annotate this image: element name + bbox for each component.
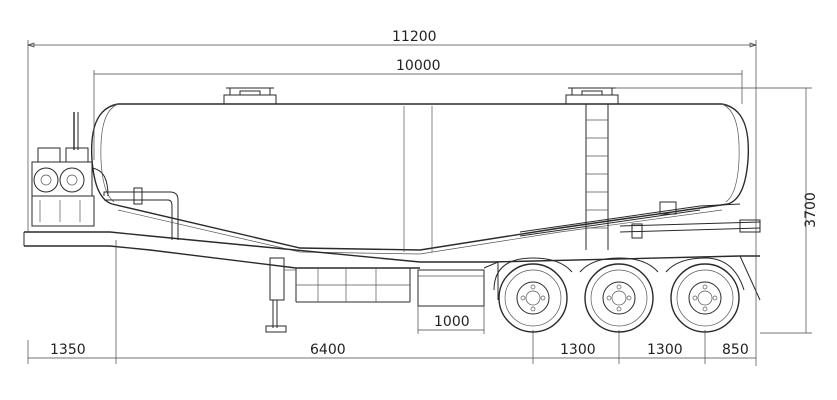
dim-axle-spacing-1: 1300 bbox=[560, 342, 596, 358]
tank-body bbox=[90, 103, 750, 255]
dim-axle-spacing-2: 1300 bbox=[647, 342, 683, 358]
dim-overall-length: 11200 bbox=[392, 29, 437, 45]
mudguard bbox=[493, 257, 573, 291]
wheel-1 bbox=[498, 263, 568, 333]
dim-height: 3700 bbox=[803, 192, 819, 228]
ladder bbox=[585, 104, 609, 250]
dim-toolbox-width: 1000 bbox=[434, 314, 470, 330]
wheel-3 bbox=[670, 263, 740, 333]
wheel-2 bbox=[584, 263, 654, 333]
dim-front-overhang: 1350 bbox=[50, 342, 86, 358]
compressor-unit bbox=[31, 112, 109, 227]
chassis bbox=[23, 231, 761, 307]
dim-rear-overhang: 850 bbox=[722, 342, 749, 358]
landing-gear bbox=[265, 257, 296, 333]
dim-tank-length: 10000 bbox=[396, 58, 441, 74]
toolbox bbox=[417, 269, 485, 307]
dimension-lines bbox=[26, 40, 812, 366]
discharge-pipe bbox=[103, 187, 761, 240]
dim-kingpin-to-axle: 6400 bbox=[310, 342, 346, 358]
manhole-rear bbox=[565, 87, 619, 105]
manhole-front bbox=[223, 87, 277, 105]
